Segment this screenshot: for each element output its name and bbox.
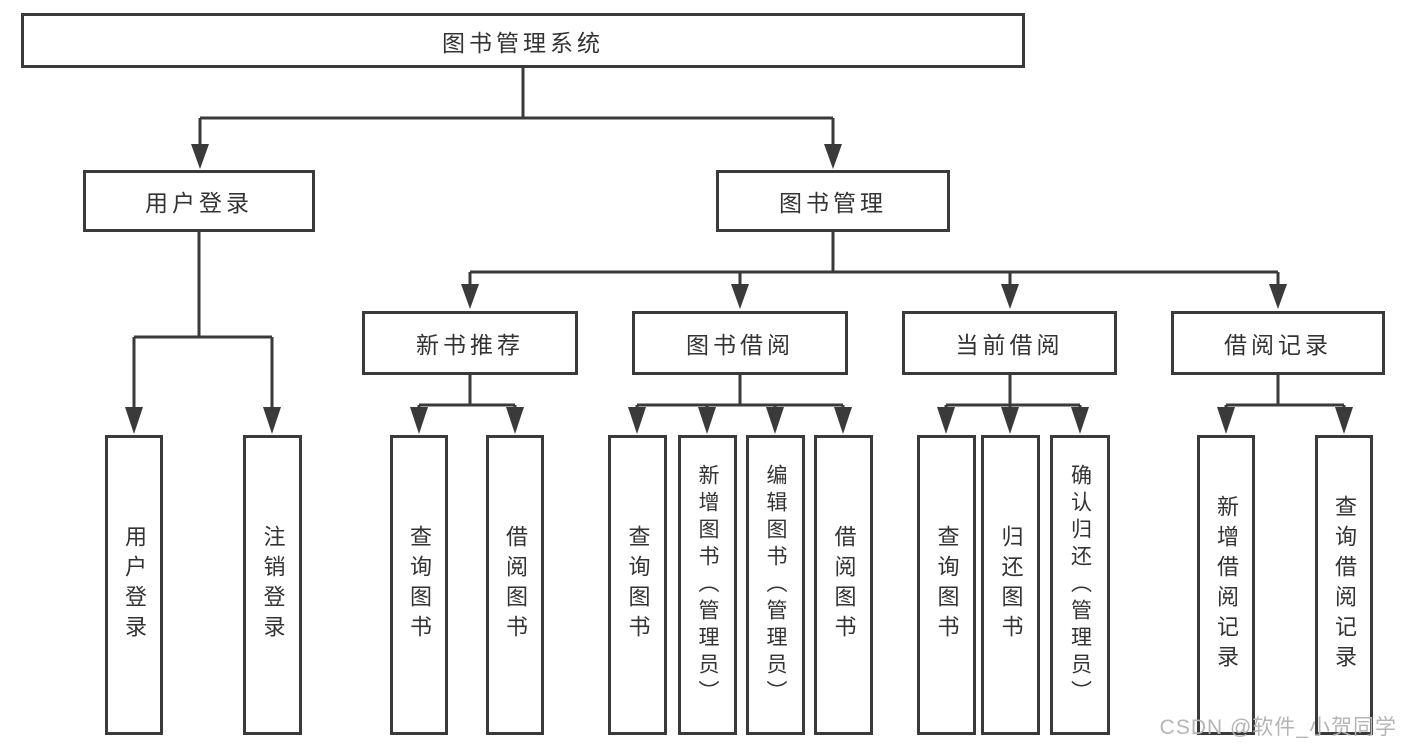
arrow-down-icon [1217,407,1235,434]
connector-borrowrecords-to-leaves [1217,375,1353,434]
arrow-down-icon [937,407,955,434]
leaf-add-book-admin: 新增图书（管理员） [678,435,737,735]
leaf-query-books-borrow: 查询图书 [608,435,667,735]
node-book-borrow: 图书借阅 [632,311,848,375]
arrow-down-icon [263,407,281,434]
csdn-watermark: CSDN @软件_小贺同学 [1159,716,1397,739]
leaf-borrow-books: 借阅图书 [814,435,873,735]
arrow-down-icon [1001,284,1019,309]
connector-userlogin-to-leaves [125,232,281,434]
arrow-down-icon [628,407,646,434]
arrow-down-icon [410,407,428,434]
leaf-return-book: 归还图书 [981,435,1040,735]
arrow-down-icon [461,284,479,309]
leaf-borrow-books-recommend: 借阅图书 [486,435,544,735]
node-new-book-recommend: 新书推荐 [362,311,578,375]
node-root-system: 图书管理系统 [21,13,1025,68]
arrow-down-icon [1001,407,1019,434]
connector-currentborrow-to-leaves [937,375,1089,434]
connector-root-to-level2 [191,68,842,169]
arrow-down-icon [824,144,842,169]
arrow-down-icon [698,407,716,434]
arrow-down-icon [506,407,524,434]
arrow-down-icon [766,407,784,434]
leaf-logout: 注销登录 [243,435,302,735]
arrow-down-icon [191,144,209,169]
leaf-user-login: 用户登录 [105,435,163,735]
arrow-down-icon [125,407,143,434]
leaf-add-borrow-record: 新增借阅记录 [1197,435,1255,735]
arrow-down-icon [731,284,749,309]
arrow-down-icon [834,407,852,434]
connector-bookmgmt-to-level3 [461,232,1287,309]
leaf-query-books-current: 查询图书 [917,435,976,735]
leaf-edit-book-admin: 编辑图书（管理员） [746,435,805,735]
connector-newbooks-to-leaves [410,375,524,434]
node-book-management: 图书管理 [716,170,950,232]
node-current-borrow: 当前借阅 [902,311,1117,375]
arrow-down-icon [1071,407,1089,434]
leaf-query-borrow-record: 查询借阅记录 [1315,435,1373,735]
leaf-query-books-recommend: 查询图书 [390,435,448,735]
connector-bookborrow-to-leaves [628,375,852,434]
node-user-login: 用户登录 [83,170,315,232]
arrow-down-icon [1335,407,1353,434]
node-borrow-records: 借阅记录 [1171,311,1385,375]
leaf-confirm-return-admin: 确认归还（管理员） [1050,435,1110,735]
arrow-down-icon [1269,284,1287,309]
